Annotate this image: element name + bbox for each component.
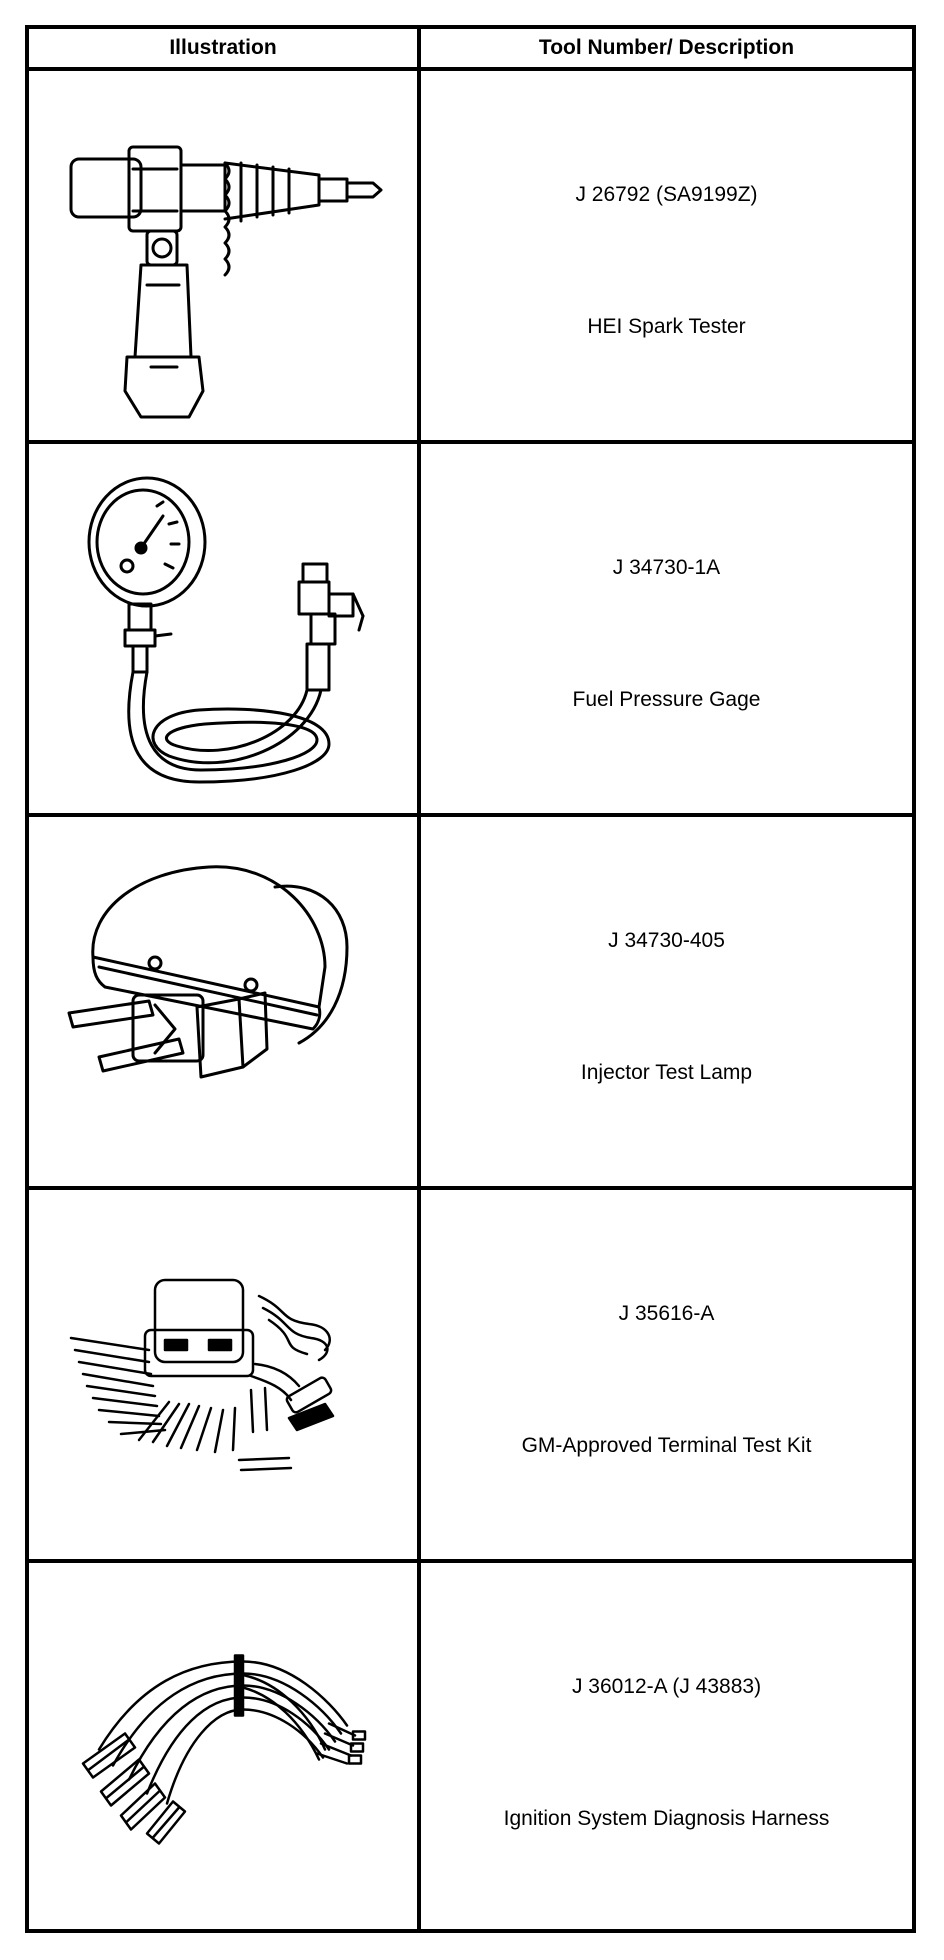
tool-number: J 34730-405 [608, 929, 725, 952]
tool-cell: J 26792 (SA9199Z) HEI Spark Tester [421, 71, 912, 440]
tool-number: J 36012-A (J 43883) [571, 1675, 762, 1698]
ignition-harness-icon [29, 1563, 417, 1933]
tool-description: Fuel Pressure Gage [572, 688, 761, 711]
spark-tester-icon [29, 71, 417, 440]
tool-description: HEI Spark Tester [587, 315, 746, 338]
tool-cell: J 35616-A GM-Approved Terminal Test Kit [421, 1190, 912, 1559]
tool-number: J 34730-1A [612, 556, 721, 579]
tool-description: Injector Test Lamp [580, 1061, 753, 1084]
column-divider [417, 29, 421, 1929]
tool-cell: J 34730-1A Fuel Pressure Gage [421, 444, 912, 813]
tool-table: Illustration Tool Number/ Description [25, 25, 916, 1933]
tool-cell: J 36012-A (J 43883) Ignition System Diag… [421, 1563, 912, 1933]
table-row: J 26792 (SA9199Z) HEI Spark Tester [29, 71, 912, 444]
injector-test-lamp-icon [29, 817, 417, 1186]
header-tool-description: Tool Number/ Description [538, 36, 795, 59]
terminal-test-kit-icon [29, 1190, 417, 1559]
table-header: Illustration Tool Number/ Description [29, 29, 912, 71]
tool-number: J 35616-A [618, 1302, 715, 1325]
header-illustration: Illustration [169, 36, 277, 59]
tool-cell: J 34730-405 Injector Test Lamp [421, 817, 912, 1186]
table-row: J 35616-A GM-Approved Terminal Test Kit [29, 1190, 912, 1563]
table-row: J 34730-405 Injector Test Lamp [29, 817, 912, 1190]
tool-description: GM-Approved Terminal Test Kit [521, 1434, 812, 1457]
table-row: J 34730-1A Fuel Pressure Gage [29, 444, 912, 817]
table-row: J 36012-A (J 43883) Ignition System Diag… [29, 1563, 912, 1933]
tool-description: Ignition System Diagnosis Harness [503, 1807, 830, 1830]
fuel-pressure-gage-icon [29, 444, 417, 813]
tool-number: J 26792 (SA9199Z) [575, 183, 758, 206]
